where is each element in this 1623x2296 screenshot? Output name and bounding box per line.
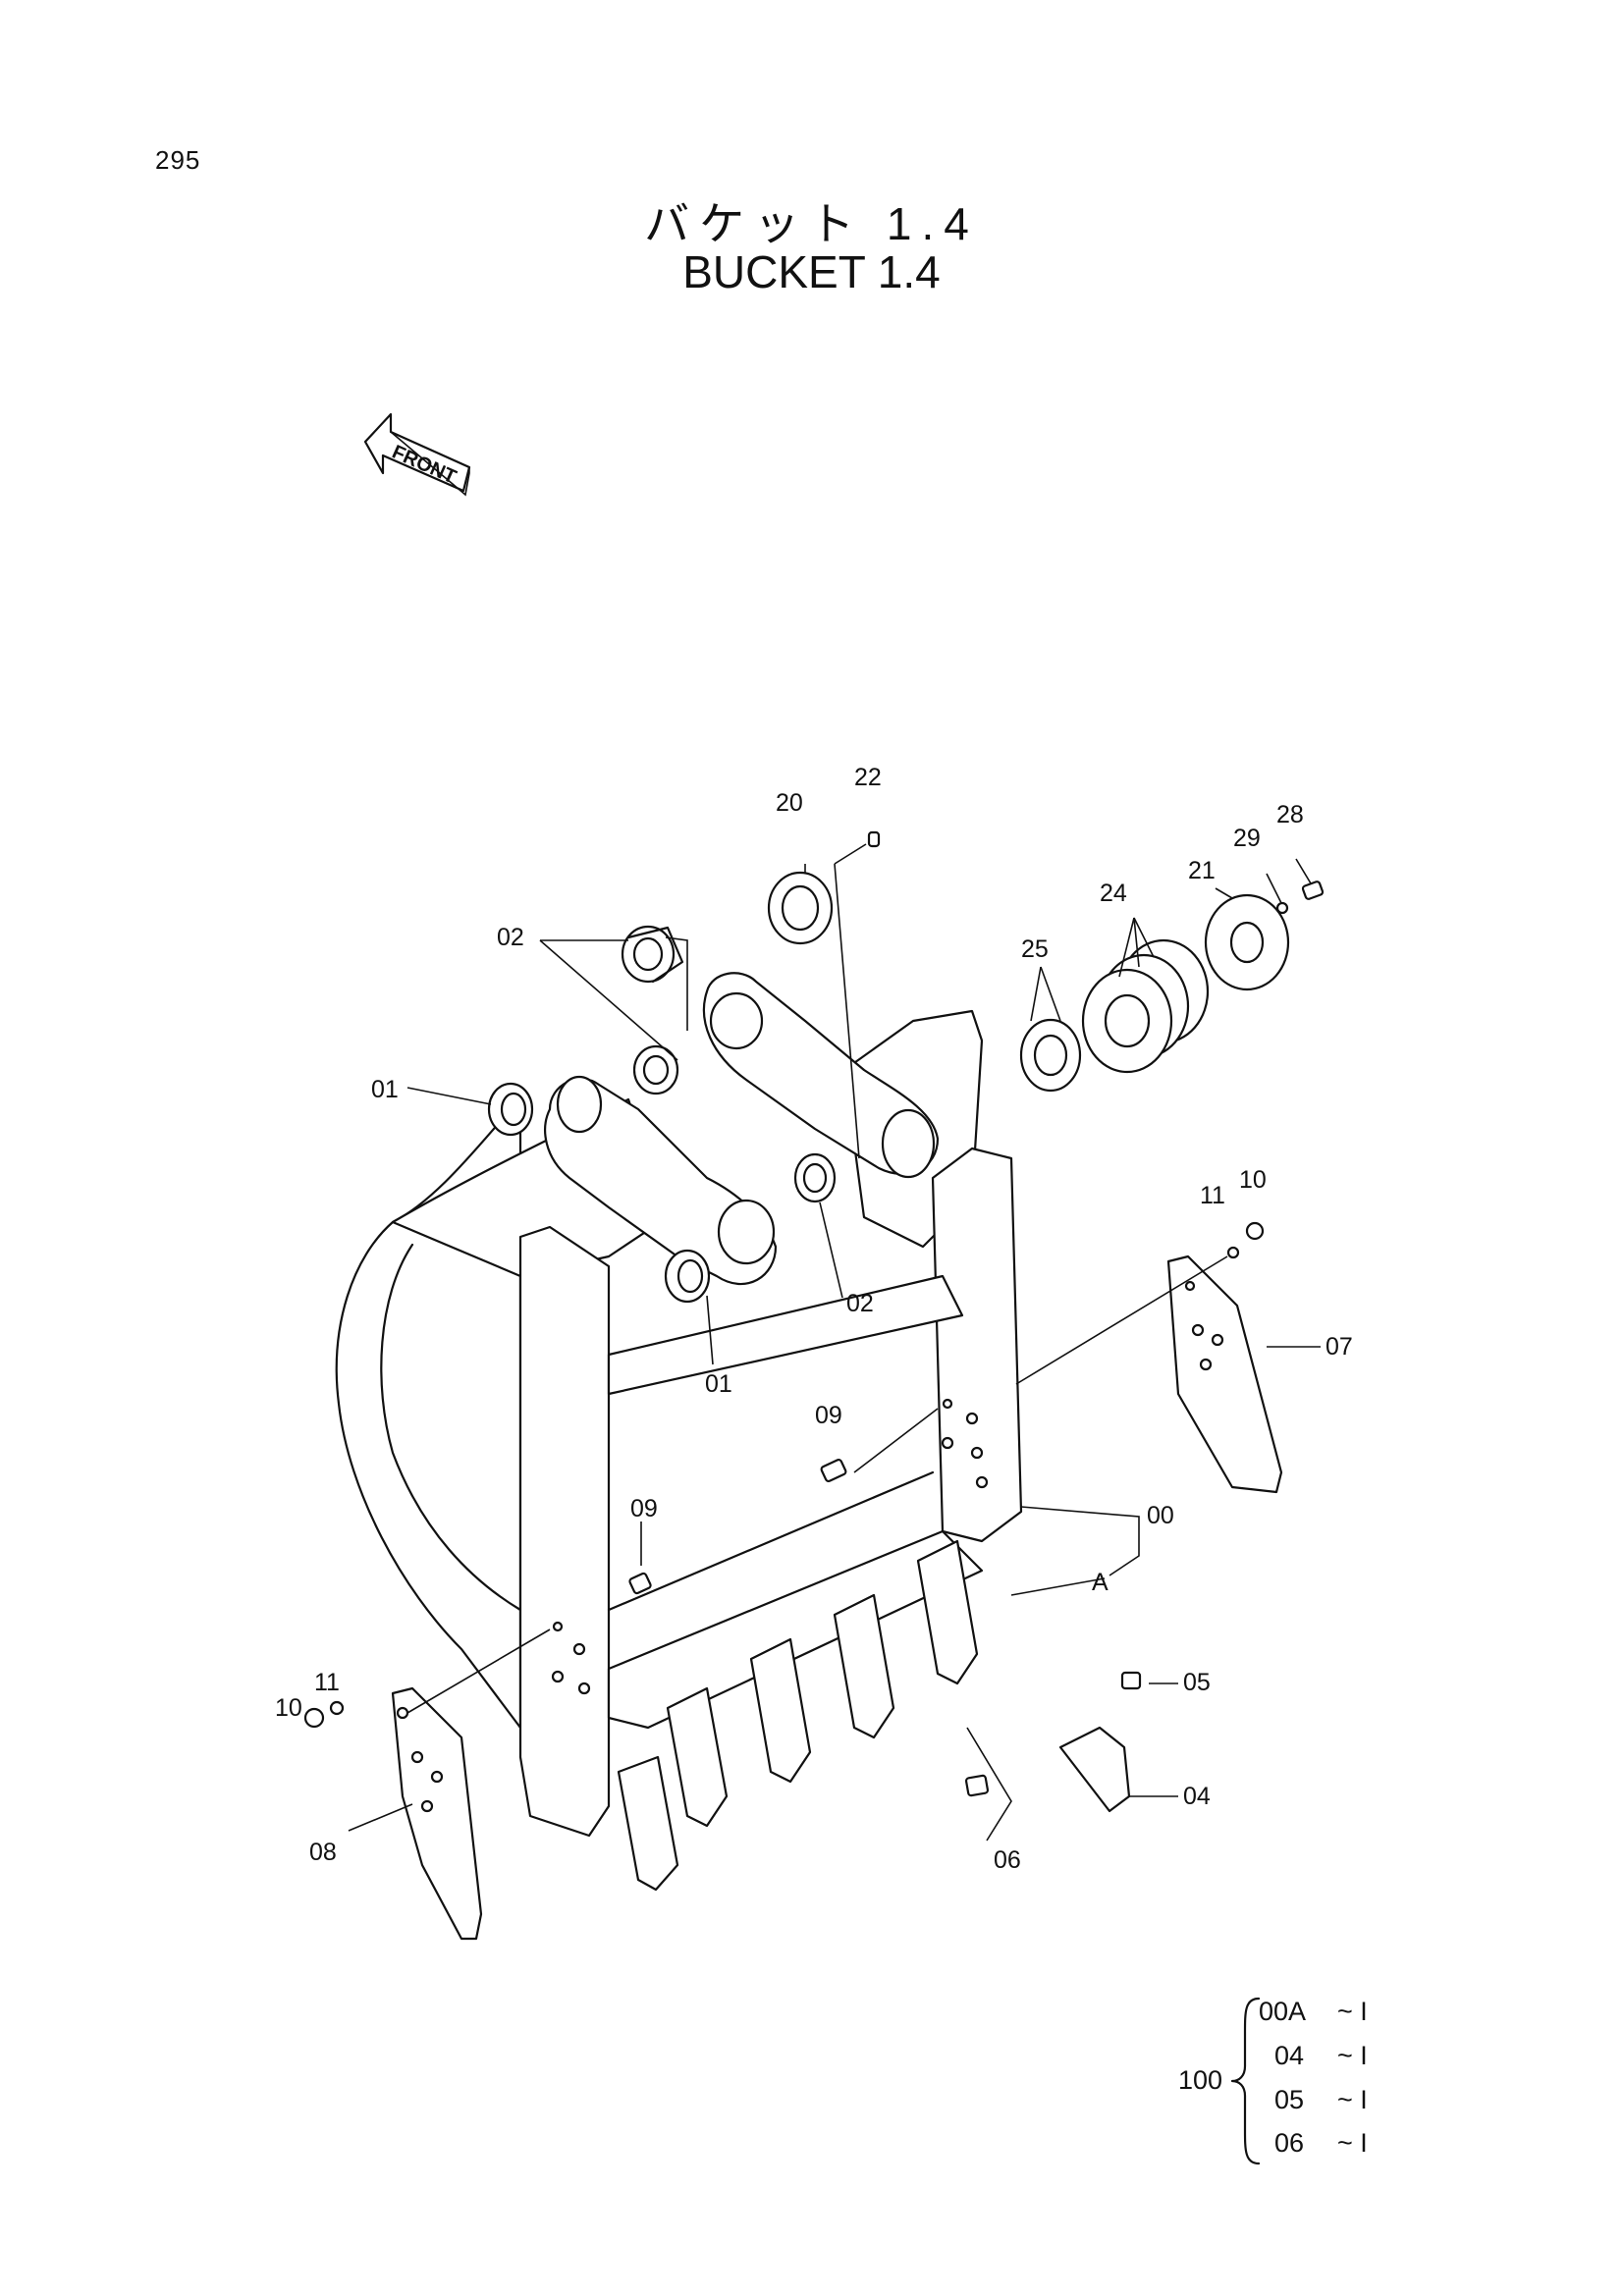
callout-28: 28 xyxy=(1276,801,1304,828)
callout-04: 04 xyxy=(1183,1783,1211,1810)
callout-11-right: 11 xyxy=(1200,1182,1225,1209)
nut-10-right xyxy=(1245,1221,1265,1241)
washer-11-left xyxy=(329,1700,345,1716)
callout-22: 22 xyxy=(854,764,882,791)
callout-24: 24 xyxy=(1100,880,1127,907)
callout-02-bottom: 02 xyxy=(846,1290,874,1317)
callout-20: 20 xyxy=(776,789,803,817)
page-number: 295 xyxy=(155,145,201,175)
callout-01-top: 01 xyxy=(371,1076,399,1103)
title-english: BUCKET 1.4 xyxy=(682,246,941,297)
legend-part-3: 05 xyxy=(1274,2085,1304,2114)
bushing-01-upper xyxy=(487,1082,534,1137)
washer-11-right xyxy=(1226,1246,1240,1259)
bushing-02-middle xyxy=(632,1044,679,1095)
legend-qty-2: ~ I xyxy=(1337,2041,1368,2070)
callout-21: 21 xyxy=(1188,857,1216,884)
callout-02-top: 02 xyxy=(497,924,524,951)
callout-09-left: 09 xyxy=(630,1495,658,1522)
callout-00: 00 xyxy=(1147,1502,1174,1529)
bolt-09-right xyxy=(820,1458,847,1483)
callout-09-right: 09 xyxy=(815,1402,842,1429)
callout-11-left: 11 xyxy=(314,1669,340,1696)
plate-21 xyxy=(1204,893,1290,991)
legend-part-1: 00A xyxy=(1259,1997,1306,2026)
callout-25: 25 xyxy=(1021,935,1049,963)
callout-labels: 22 20 02 01 02 01 25 24 21 29 28 11 10 0… xyxy=(275,764,1353,1874)
callout-01-bottom: 01 xyxy=(705,1370,732,1398)
bolt-09-left xyxy=(628,1572,652,1595)
callout-10-left: 10 xyxy=(275,1694,302,1722)
callout-05: 05 xyxy=(1183,1669,1211,1696)
bolt-28 xyxy=(1301,881,1325,900)
side-cutter-07 xyxy=(1166,1255,1283,1494)
washer-29 xyxy=(1275,901,1289,915)
callout-06: 06 xyxy=(994,1846,1021,1874)
tooth-row xyxy=(617,1539,979,1892)
legend-qty-3: ~ I xyxy=(1337,2085,1368,2114)
bushing-02-upper xyxy=(621,925,684,984)
lug-brackets xyxy=(544,972,940,1286)
side-cutter-08 xyxy=(391,1686,483,1941)
legend-part-2: 04 xyxy=(1274,2041,1304,2070)
bushing-02-lower xyxy=(793,1152,837,1203)
bushing-01-lower xyxy=(664,1249,711,1304)
cap-20 xyxy=(767,871,834,945)
legend-qty-4: ~ I xyxy=(1337,2128,1368,2158)
shims-24 xyxy=(1081,938,1210,1074)
legend-qty-1: ~ I xyxy=(1337,1997,1368,2026)
nut-10-left xyxy=(303,1707,325,1729)
pin-22 xyxy=(867,830,881,848)
callout-08: 08 xyxy=(309,1839,337,1866)
lock-06 xyxy=(964,1774,990,1797)
title-japanese: バケット 1.4 xyxy=(644,198,979,249)
kit-legend: 100 00A ~ I 04 ~ I 05 ~ I 06 ~ I xyxy=(1178,1997,1368,2165)
leader-lines xyxy=(348,843,1321,1842)
legend-group: 100 xyxy=(1178,2065,1222,2095)
callout-A: A xyxy=(1092,1569,1109,1596)
callout-10-right: 10 xyxy=(1239,1166,1267,1194)
tooth-04 xyxy=(1058,1726,1131,1813)
front-arrow-icon: FRONT xyxy=(363,412,471,497)
legend-part-4: 06 xyxy=(1274,2128,1304,2158)
callout-29: 29 xyxy=(1233,825,1261,852)
seal-25 xyxy=(1019,1018,1082,1093)
bucket-body xyxy=(335,1009,1023,1838)
callout-07: 07 xyxy=(1325,1333,1353,1361)
pin-05 xyxy=(1120,1671,1142,1690)
